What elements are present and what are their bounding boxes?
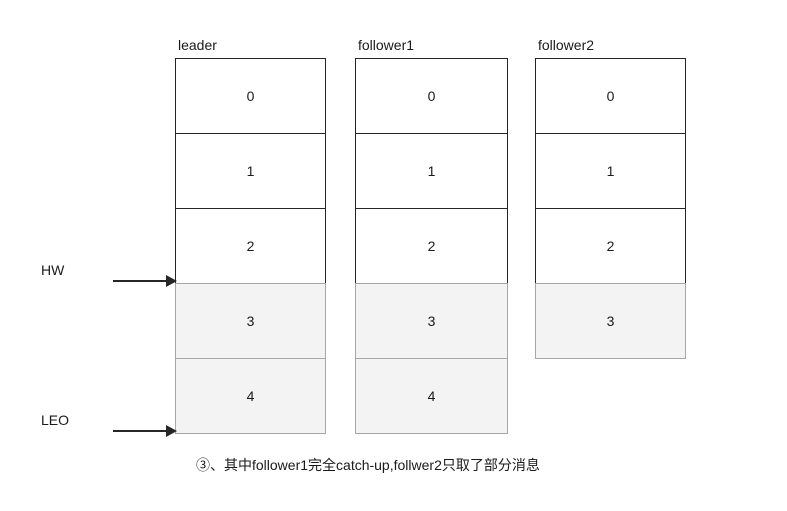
log-cell[interactable]: 3 [355, 283, 508, 359]
log-cell[interactable]: 1 [355, 133, 508, 209]
log-column-follower2: 0 1 2 3 [535, 58, 686, 359]
log-cell[interactable]: 2 [355, 208, 508, 284]
log-cell[interactable]: 1 [175, 133, 326, 209]
log-cell[interactable]: 2 [175, 208, 326, 284]
column-header-follower1: follower1 [358, 37, 415, 53]
column-header-follower2: follower2 [538, 37, 595, 53]
log-column-follower1: 0 1 2 3 4 [355, 58, 508, 434]
log-cell[interactable]: 1 [535, 133, 686, 209]
leo-marker-label: LEO [41, 412, 70, 428]
arrow-head [166, 275, 177, 287]
log-cell[interactable]: 4 [175, 358, 326, 434]
arrow-shaft [113, 280, 167, 282]
leo-marker-arrow-icon [113, 425, 177, 437]
hw-marker-label: HW [41, 262, 65, 278]
log-cell[interactable]: 3 [175, 283, 326, 359]
arrow-head [166, 425, 177, 437]
log-cell[interactable]: 0 [355, 58, 508, 134]
log-column-leader: 0 1 2 3 4 [175, 58, 326, 434]
log-cell[interactable]: 0 [535, 58, 686, 134]
log-cell[interactable]: 0 [175, 58, 326, 134]
log-cell[interactable]: 4 [355, 358, 508, 434]
diagram-caption: ③、其中follower1完全catch-up,follwer2只取了部分消息 [196, 457, 540, 473]
log-cell[interactable]: 3 [535, 283, 686, 359]
log-cell[interactable]: 2 [535, 208, 686, 284]
arrow-shaft [113, 430, 167, 432]
hw-marker-arrow-icon [113, 275, 177, 287]
column-header-leader: leader [178, 37, 217, 53]
